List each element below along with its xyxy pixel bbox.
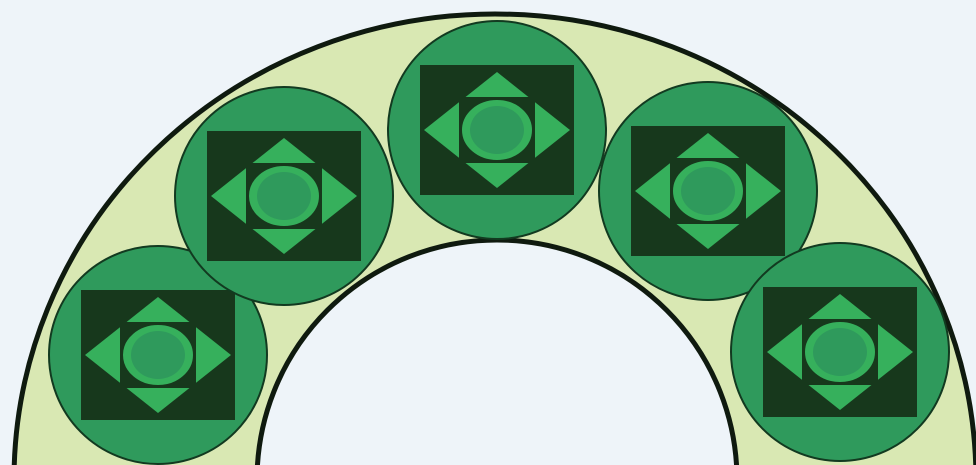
motif-oval	[131, 331, 185, 379]
motif-oval	[470, 106, 524, 154]
motif-oval	[813, 328, 867, 376]
motif-5	[731, 243, 949, 461]
motif-oval	[681, 167, 735, 215]
motif-2	[175, 87, 393, 305]
motif-3	[388, 21, 606, 239]
motif-oval	[257, 172, 311, 220]
